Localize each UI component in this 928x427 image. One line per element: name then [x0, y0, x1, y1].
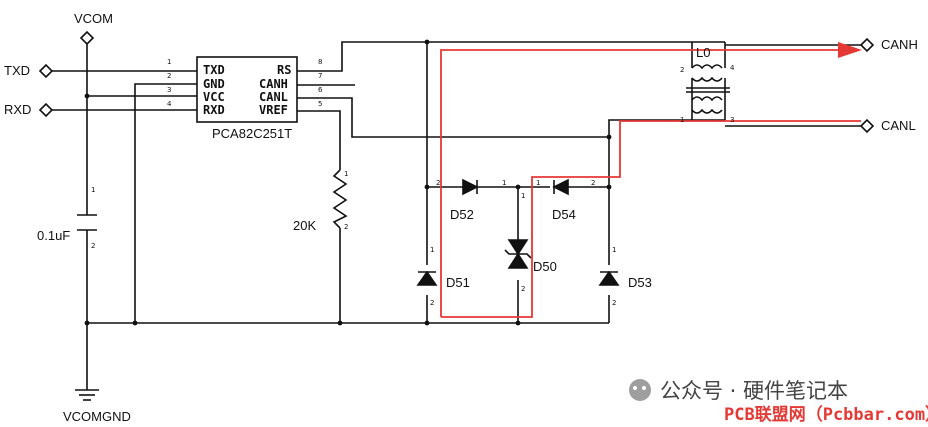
pin-number: 4 — [730, 64, 735, 72]
ic-pin-number: 5 — [318, 100, 322, 108]
net-label-vcom: VCOM — [74, 11, 113, 26]
net-label-vcomgnd: VCOMGND — [63, 409, 131, 424]
pin-number: 1 — [536, 179, 540, 187]
arrow-icon — [838, 42, 862, 58]
pin-number: 2 — [521, 285, 525, 293]
ic-pin-number: 7 — [318, 72, 322, 80]
ic-pin-number: 3 — [167, 86, 171, 94]
ic-pin-canl: CANL — [259, 90, 288, 104]
watermark-site: PCB联盟网（Pcbbar.com） — [724, 404, 928, 425]
ic-pin-number: 8 — [318, 58, 322, 66]
net-label-canl: CANL — [881, 118, 916, 133]
wechat-icon — [629, 379, 651, 401]
ic-pin-vcc: VCC — [203, 90, 225, 104]
pin-number: 2 — [91, 242, 95, 250]
net-label-txd: TXD — [4, 63, 30, 78]
ic-pin-gnd: GND — [203, 77, 225, 91]
net-label-rxd: RXD — [4, 102, 31, 117]
ic-pin-number: 1 — [167, 58, 171, 66]
pin-number: 1 — [680, 116, 684, 124]
pin-number: 3 — [730, 116, 734, 124]
diode-d52-label: D52 — [450, 207, 474, 222]
ic-part-label: PCA82C251T — [212, 126, 292, 141]
ic-pin-vref: VREF — [259, 103, 288, 117]
pin-number: 2 — [430, 299, 434, 307]
wires — [38, 30, 875, 401]
pin-number: 1 — [521, 192, 525, 200]
ic-pin-number: 4 — [167, 100, 172, 108]
pin-number: 1 — [91, 186, 95, 194]
ic-pin-txd: TXD — [203, 63, 225, 77]
ic-pin-number: 2 — [167, 72, 171, 80]
choke-label: L0 — [696, 45, 710, 60]
pin-number: 1 — [344, 170, 348, 178]
ic-pin-rs: RS — [277, 63, 291, 77]
diode-d51-label: D51 — [446, 275, 470, 290]
diode-d53-label: D53 — [628, 275, 652, 290]
pin-number: 1 — [502, 179, 506, 187]
watermark: 公众号 · 硬件笔记本 PCB联盟网（Pcbbar.com） — [629, 379, 928, 425]
watermark-account: 公众号 · 硬件笔记本 — [660, 379, 848, 403]
ic-pin-rxd: RXD — [203, 103, 225, 117]
diode-symbols — [416, 178, 620, 286]
junction-dots — [84, 39, 612, 326]
pin-number: 1 — [430, 246, 434, 254]
net-label-canh: CANH — [881, 37, 918, 52]
resistor-label: 20K — [293, 218, 316, 233]
pin-number: 2 — [591, 179, 595, 187]
pin-number: 1 — [612, 246, 616, 254]
capacitor-label: 0.1uF — [37, 228, 70, 243]
diode-d54-label: D54 — [552, 207, 576, 222]
pin-number: 2 — [612, 299, 616, 307]
pin-number: 2 — [344, 223, 348, 231]
diode-d50-label: D50 — [533, 259, 557, 274]
pin-number: 2 — [436, 179, 440, 187]
pin-number: 2 — [680, 66, 684, 74]
highlighted-current-path — [440, 49, 861, 318]
ic-pin-canh: CANH — [259, 77, 288, 91]
ic-pin-number: 6 — [318, 86, 323, 94]
